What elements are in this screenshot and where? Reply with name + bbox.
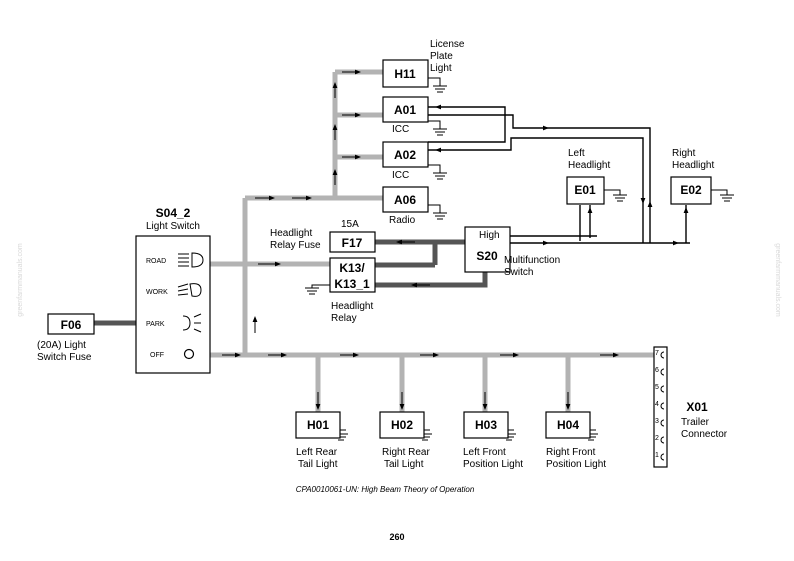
thin-wires (428, 106, 690, 244)
component-s04-light-switch: S04_2 Light Switch ROAD WORK PARK OFF (135, 206, 211, 374)
component-h04: H04 Right Front Position Light (545, 411, 606, 470)
component-s20: High S20 Multifunction Switch (464, 226, 560, 278)
k13-desc-2: Relay (331, 313, 357, 324)
f17-rating: 15A (341, 219, 359, 230)
figure-caption: CPA0010061-UN: High Beam Theory of Opera… (296, 485, 475, 494)
component-a06: A06 Radio (382, 186, 429, 226)
e01-desc-1: Left (568, 148, 585, 159)
f06-id: F06 (61, 318, 82, 332)
e02-desc-2: Headlight (672, 160, 714, 171)
x01-desc-2: Connector (681, 429, 728, 440)
e01-desc-2: Headlight (568, 160, 610, 171)
component-h02: H02 Right Rear Tail Light (379, 411, 430, 470)
s20-desc-1: Multifunction (504, 255, 560, 266)
k13-id-1: K13/ (339, 261, 365, 275)
h02-id: H02 (391, 418, 413, 432)
flow-arrows (222, 69, 689, 410)
x01-pin-3: 3 (655, 418, 659, 425)
watermark-left: greenfarmmanuals.com (17, 243, 24, 317)
page-number: 260 (389, 532, 404, 542)
h04-desc-1: Right Front (546, 447, 596, 458)
e01-id: E01 (574, 183, 596, 197)
component-x01-trailer-connector: 7 6 5 4 3 2 1 X01 Trailer Connector (653, 346, 728, 468)
component-h01: H01 Left Rear Tail Light (295, 411, 341, 470)
a06-desc: Radio (389, 215, 416, 226)
h03-id: H03 (475, 418, 497, 432)
x01-pin-4: 4 (655, 401, 659, 408)
h03-desc-1: Left Front (463, 447, 506, 458)
f06-desc-2: Switch Fuse (37, 352, 92, 363)
work-light-icon (177, 283, 202, 297)
switch-work-label: WORK (146, 289, 168, 296)
x01-pin-2: 2 (655, 435, 659, 442)
a06-id: A06 (394, 193, 416, 207)
f17-id: F17 (342, 236, 363, 250)
x01-desc-1: Trailer (681, 417, 710, 428)
h03-desc-2: Position Light (463, 459, 523, 470)
component-h03: H03 Left Front Position Light (463, 411, 523, 470)
k13-desc-1: Headlight (331, 301, 373, 312)
a02-desc: ICC (392, 170, 409, 181)
x01-id: X01 (686, 400, 708, 414)
f06-desc-1: (20A) Light (37, 340, 86, 351)
x01-pin-1: 1 (655, 452, 659, 459)
s20-position: High (479, 230, 500, 241)
h01-desc-1: Left Rear (296, 447, 338, 458)
park-light-icon (182, 313, 202, 333)
component-a01: A01 ICC (382, 96, 429, 135)
h11-id: H11 (394, 67, 416, 81)
x01-pin-7: 7 (655, 350, 659, 357)
watermark-right: greenfarmmanuals.com (774, 243, 781, 317)
h01-id: H01 (307, 418, 329, 432)
e02-id: E02 (680, 183, 702, 197)
a02-id: A02 (394, 148, 416, 162)
a01-id: A01 (394, 103, 416, 117)
component-e01: E01 Left Headlight (566, 148, 610, 205)
f17-desc-1: Headlight (270, 228, 312, 239)
h04-id: H04 (557, 418, 579, 432)
switch-road-label: ROAD (146, 258, 166, 265)
s20-id: S20 (476, 249, 498, 263)
switch-off-label: OFF (150, 352, 164, 359)
s20-desc-2: Switch (504, 267, 533, 278)
a01-desc: ICC (392, 124, 409, 135)
k13-id-2: K13_1 (334, 277, 370, 291)
s04-id: S04_2 (156, 206, 191, 220)
component-e02: E02 Right Headlight (670, 148, 714, 205)
component-h11: H11 License Plate Light (382, 39, 465, 88)
h01-desc-2: Tail Light (298, 459, 338, 470)
component-k13: K13/ K13_1 Headlight Relay (329, 257, 376, 324)
component-f06: F06 (20A) Light Switch Fuse (37, 313, 95, 363)
road-light-icon (178, 252, 204, 268)
h02-desc-1: Right Rear (382, 447, 430, 458)
component-f17: 15A F17 Headlight Relay Fuse (270, 219, 376, 253)
x01-pin-5: 5 (655, 384, 659, 391)
f17-desc-2: Relay Fuse (270, 240, 321, 251)
h02-desc-2: Tail Light (384, 459, 424, 470)
h11-desc-2: Plate (430, 51, 453, 62)
off-position-icon (183, 348, 195, 360)
s04-desc: Light Switch (146, 221, 200, 232)
h11-desc-3: Light (430, 63, 452, 74)
x01-pin-6: 6 (655, 367, 659, 374)
switch-park-label: PARK (146, 321, 165, 328)
e02-desc-1: Right (672, 148, 696, 159)
h04-desc-2: Position Light (546, 459, 606, 470)
h11-desc-1: License (430, 39, 465, 50)
component-a02: A02 ICC (382, 141, 429, 181)
